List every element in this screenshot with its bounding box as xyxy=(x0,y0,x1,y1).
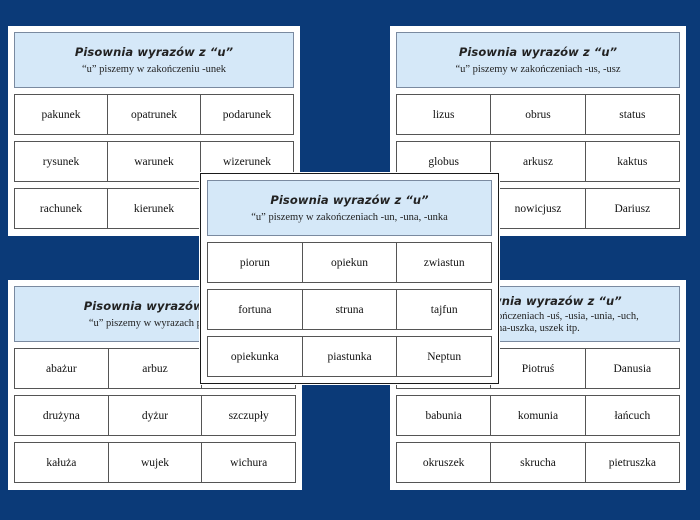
word-cell: nowicjusz xyxy=(491,189,586,228)
word-cell: opatrunek xyxy=(108,95,201,134)
word-grid: pakunek opatrunek podarunek rysunek waru… xyxy=(14,94,294,229)
word-cell: warunek xyxy=(108,142,201,181)
word-cell: pakunek xyxy=(15,95,108,134)
word-grid: Piotruś Danusia babunia komunia łańcuch … xyxy=(396,348,680,483)
word-cell: zwiastun xyxy=(423,256,465,269)
card-subtitle-line: ończeniach -uś, -usia, -unia, -uch, xyxy=(497,310,639,322)
card-title: wnia wyrazów z “u” xyxy=(491,293,622,308)
word-row: babunia komunia łańcuch xyxy=(396,395,680,436)
word-cell: wujek xyxy=(109,443,203,482)
word-cell: szczupły xyxy=(228,409,269,422)
word-row: piorun opiekun zwiastun xyxy=(207,242,492,283)
word-cell: tajfun xyxy=(430,303,458,316)
word-cell: Neptun xyxy=(427,350,462,363)
word-cell: rachunek xyxy=(15,189,108,228)
word-cell: wizerunek xyxy=(223,155,271,168)
word-cell: kierunek xyxy=(108,189,201,228)
card-header: Pisownia wyrazów z “u” “u” piszemy w zak… xyxy=(396,32,680,88)
card-subtitle: “u” piszemy w zakończeniu -unek xyxy=(81,63,227,75)
word-cell: drużyna xyxy=(15,396,109,435)
word-row: Piotruś Danusia xyxy=(396,348,680,389)
card-subtitle: “u” piszemy w wyrazach pozos xyxy=(88,317,222,329)
card-title: Pisownia wyrazów z “u” xyxy=(270,192,429,207)
word-row: okruszek skrucha pietruszka xyxy=(396,442,680,483)
word-cell: pietruszka xyxy=(608,456,656,469)
card-title: Pisownia wyrazów z “u” xyxy=(74,44,234,59)
word-cell: Danusia xyxy=(613,362,652,375)
word-cell: arbuz xyxy=(109,349,203,388)
word-row: nowicjusz Dariusz xyxy=(396,188,680,229)
word-cell: skrucha xyxy=(491,443,586,482)
card-header: Pisownia wyrazów z “u” “u” piszemy w zak… xyxy=(14,32,294,88)
word-cell: piastunka xyxy=(303,337,398,376)
card-subtitle-line: na-uszka, uszek itp. xyxy=(497,322,580,334)
word-cell: wichura xyxy=(230,456,268,469)
word-cell: Piotruś xyxy=(491,349,586,388)
word-row: drużyna dyżur szczupły xyxy=(14,395,296,436)
word-grid: piorun opiekun zwiastun fortuna struna t… xyxy=(207,242,492,377)
word-cell: kaktus xyxy=(617,155,648,168)
word-cell: komunia xyxy=(491,396,586,435)
card-title: Pisownia wyrazów z “u” xyxy=(458,44,618,59)
word-cell: struna xyxy=(303,290,398,329)
word-row: lizus obrus status xyxy=(396,94,680,135)
word-grid: lizus obrus status globus arkusz kaktus … xyxy=(396,94,680,229)
card-un-una-unka: Pisownia wyrazów z “u” “u” piszemy w zak… xyxy=(200,173,499,384)
word-cell: fortuna xyxy=(208,290,303,329)
word-cell: okruszek xyxy=(397,443,492,482)
word-cell: opiekun xyxy=(303,243,398,282)
word-cell: abażur xyxy=(15,349,109,388)
word-cell: globus xyxy=(397,142,492,181)
card-header: Pisownia wyrazów z “u” “u” piszemy w zak… xyxy=(207,180,492,236)
card-subtitle: “u” piszemy w zakończeniach -un, -una, -… xyxy=(251,211,448,223)
word-row: globus arkusz kaktus xyxy=(396,141,680,182)
word-cell: piorun xyxy=(208,243,303,282)
word-row: kałuża wujek wichura xyxy=(14,442,296,483)
word-cell: dyżur xyxy=(109,396,203,435)
card-subtitle: “u” piszemy w zakończeniach -us, -usz xyxy=(455,63,621,75)
card-unek: Pisownia wyrazów z “u” “u” piszemy w zak… xyxy=(8,26,300,236)
word-row: opiekunka piastunka Neptun xyxy=(207,336,492,377)
word-cell: łańcuch xyxy=(614,409,651,422)
word-cell: status xyxy=(619,108,646,121)
word-cell: podarunek xyxy=(222,108,272,121)
word-cell: obrus xyxy=(491,95,586,134)
word-cell: kałuża xyxy=(15,443,109,482)
word-row: rachunek kierunek xyxy=(14,188,294,229)
word-row: rysunek warunek wizerunek xyxy=(14,141,294,182)
card-title: Pisownia wyrazów z “ xyxy=(83,298,227,313)
word-cell: babunia xyxy=(397,396,492,435)
card-subtitle: ończeniach -uś, -usia, -unia, -uch, na-u… xyxy=(497,311,639,335)
word-row: fortuna struna tajfun xyxy=(207,289,492,330)
word-cell: rysunek xyxy=(15,142,108,181)
word-cell: Dariusz xyxy=(614,202,651,215)
word-cell: opiekunka xyxy=(208,337,303,376)
word-row: pakunek opatrunek podarunek xyxy=(14,94,294,135)
word-cell: arkusz xyxy=(491,142,586,181)
word-cell: lizus xyxy=(397,95,492,134)
